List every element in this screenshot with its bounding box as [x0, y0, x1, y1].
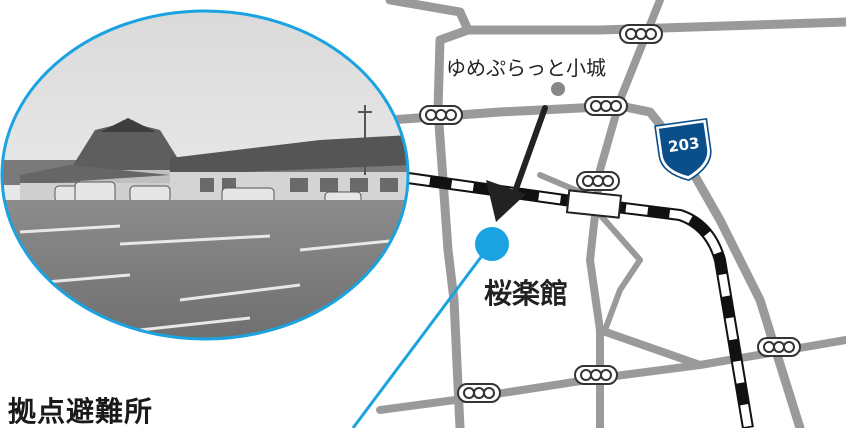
- traffic-light-icon: [457, 383, 501, 403]
- landmark-dot-icon: [551, 82, 565, 96]
- traffic-lights: [419, 24, 801, 403]
- page-title: 拠点避難所: [8, 395, 154, 428]
- photo-of-building: [2, 11, 408, 339]
- photo-frame: [0, 9, 410, 341]
- mall-label: ゆめぷらっと小城: [446, 56, 606, 80]
- traffic-light-icon: [419, 105, 463, 125]
- route-number: 203: [667, 134, 701, 156]
- direction-arrow-icon: [486, 105, 548, 222]
- shelter-marker-icon: [475, 227, 509, 261]
- road-left-vertical: [433, 25, 473, 428]
- leader-line: [351, 244, 492, 428]
- traffic-light-icon: [574, 365, 618, 385]
- road-top-horizontal: [463, 17, 846, 35]
- shelter-label: 桜楽館: [484, 277, 569, 310]
- traffic-light-icon: [584, 96, 628, 116]
- road-station-spur: [537, 172, 643, 333]
- national-route-shield-icon: 203: [654, 117, 712, 182]
- station-icon: [565, 189, 623, 219]
- traffic-light-icon: [576, 171, 620, 191]
- traffic-light-icon: [619, 24, 663, 44]
- railway-line: [407, 172, 754, 428]
- road-right-lower: [596, 326, 846, 369]
- traffic-light-icon: [757, 337, 801, 357]
- road-top-left: [385, 0, 473, 35]
- road-bottom: [376, 361, 704, 414]
